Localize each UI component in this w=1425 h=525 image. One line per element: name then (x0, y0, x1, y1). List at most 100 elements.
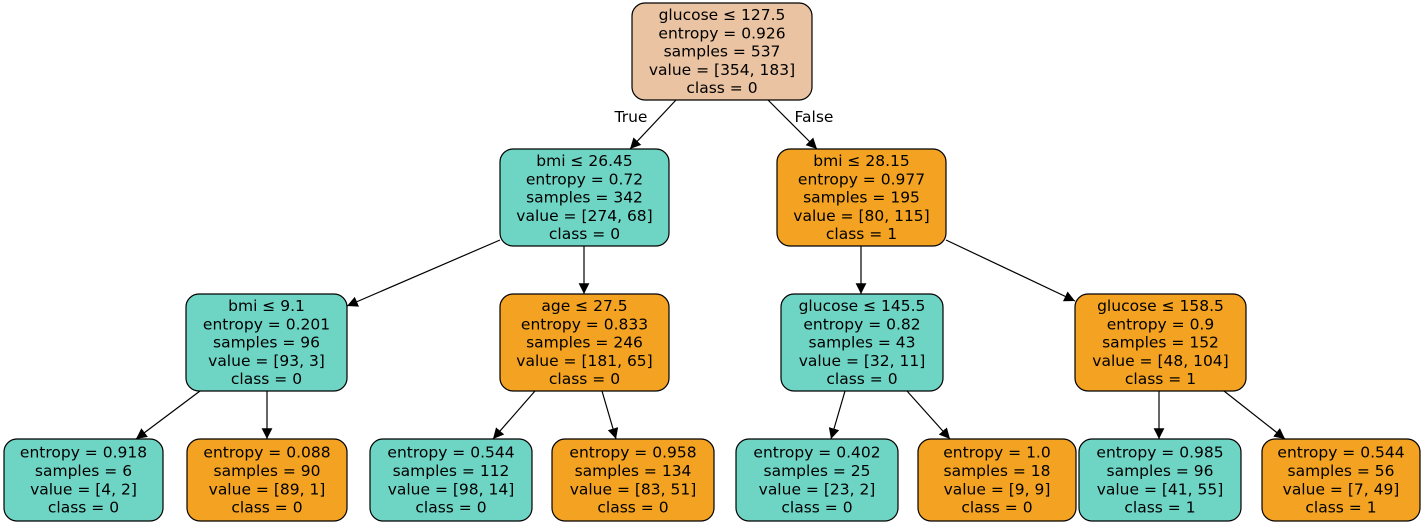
node-line: entropy = 0.918 (20, 444, 147, 462)
node-line: class = 0 (597, 499, 668, 517)
node-line: samples = 96 (213, 334, 320, 352)
node-line: samples = 152 (1102, 334, 1219, 352)
node-line: samples = 6 (35, 462, 132, 480)
node-line: value = [354, 183] (649, 61, 795, 79)
node-line: class = 1 (826, 225, 897, 243)
node-line: entropy = 0.977 (798, 170, 925, 188)
node-line: class = 0 (549, 225, 620, 243)
node-box (499, 293, 670, 392)
node-box (1074, 293, 1247, 392)
edge-n4-n9 (492, 390, 536, 440)
node-line: samples = 134 (575, 462, 692, 480)
node-line: value = [4, 2] (30, 480, 137, 498)
node-line: class = 0 (415, 499, 486, 517)
node-line: age ≤ 27.5 (541, 297, 627, 315)
edge-n0-n1 (629, 99, 677, 150)
node-line: bmi ≤ 26.45 (536, 152, 632, 170)
node-line: entropy = 0.833 (521, 315, 648, 333)
node-box (1261, 438, 1421, 522)
node-line: class = 1 (1124, 499, 1195, 517)
node-line: entropy = 0.402 (753, 444, 880, 462)
node-line: entropy = 0.088 (203, 444, 330, 462)
node-line: entropy = 0.201 (203, 315, 330, 333)
node-box (369, 438, 533, 522)
node-box (780, 293, 944, 392)
edge-n1-n3 (346, 239, 501, 307)
node-box (499, 148, 670, 247)
node-line: samples = 56 (1288, 462, 1395, 480)
edge-n2-n6 (945, 239, 1076, 302)
node-line: class = 1 (1125, 370, 1196, 388)
edge-label-true: True (614, 108, 648, 126)
node-line: samples = 96 (1107, 462, 1214, 480)
edge-n5-n11 (828, 390, 846, 440)
node-line: entropy = 0.82 (803, 315, 920, 333)
node-line: samples = 43 (809, 334, 916, 352)
node-line: value = [41, 55] (1097, 480, 1224, 498)
node-line: value = [89, 1] (209, 480, 326, 498)
node-line: value = [32, 11] (799, 352, 926, 370)
node-line: samples = 342 (526, 189, 643, 207)
node-box (735, 438, 899, 522)
node-line: value = [9, 9] (944, 480, 1051, 498)
node-box (1078, 438, 1242, 522)
node-box (631, 2, 813, 101)
node-line: class = 0 (231, 370, 302, 388)
node-line: entropy = 1.0 (943, 444, 1050, 462)
node-line: entropy = 0.544 (387, 444, 514, 462)
node-line: bmi ≤ 28.15 (813, 152, 909, 170)
node-box (917, 438, 1077, 522)
node-line: samples = 18 (944, 462, 1051, 480)
node-line: entropy = 0.958 (569, 444, 696, 462)
node-line: value = [181, 65] (516, 352, 652, 370)
node-line: value = [48, 104] (1092, 352, 1228, 370)
node-line: entropy = 0.926 (658, 24, 785, 42)
node-box (551, 438, 715, 522)
edge-n0-n2 (767, 99, 818, 150)
node-line: samples = 246 (526, 334, 643, 352)
node-line: bmi ≤ 9.1 (228, 297, 305, 315)
node-line: glucose ≤ 127.5 (659, 6, 786, 24)
node-box (3, 438, 164, 522)
edge-label-false: False (795, 108, 834, 126)
node-line: value = [274, 68] (516, 207, 652, 225)
node-line: class = 0 (781, 499, 852, 517)
node-box (776, 148, 947, 247)
node-line: value = [23, 2] (759, 480, 876, 498)
node-line: value = [83, 51] (570, 480, 697, 498)
node-line: samples = 537 (664, 43, 781, 61)
node-line: samples = 90 (214, 462, 321, 480)
node-box (185, 293, 348, 392)
node-line: class = 0 (48, 499, 119, 517)
node-line: entropy = 0.985 (1096, 444, 1223, 462)
node-line: value = [80, 115] (793, 207, 929, 225)
edge-n5-n12 (906, 390, 951, 440)
node-line: class = 0 (826, 370, 897, 388)
edge-n4-n10 (601, 390, 619, 440)
node-line: value = [7, 49] (1283, 480, 1400, 498)
node-line: class = 0 (231, 499, 302, 517)
node-line: entropy = 0.9 (1107, 315, 1214, 333)
node-line: glucose ≤ 158.5 (1097, 297, 1224, 315)
node-line: value = [98, 14] (388, 480, 515, 498)
edge-n6-n14 (1223, 390, 1286, 440)
node-line: class = 0 (961, 499, 1032, 517)
node-line: entropy = 0.544 (1277, 444, 1404, 462)
node-line: class = 1 (1305, 499, 1376, 517)
node-line: class = 0 (549, 370, 620, 388)
